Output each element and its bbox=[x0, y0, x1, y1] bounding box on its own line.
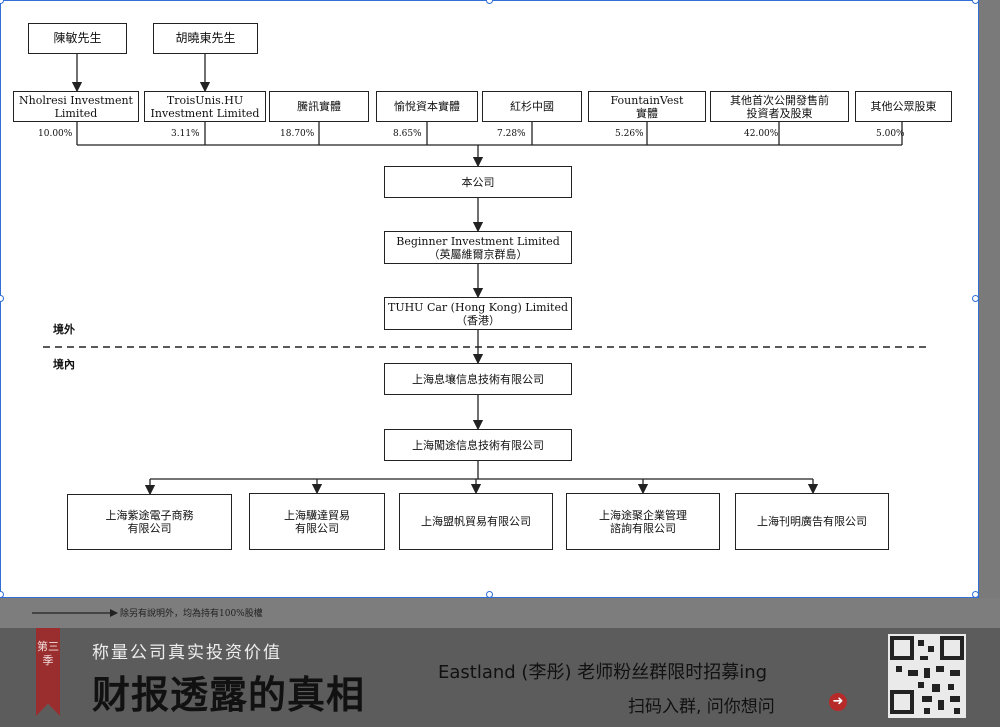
shareholder-joy-capital: 愉悅資本實體 bbox=[376, 91, 478, 122]
person-chen-min: 陳敏先生 bbox=[28, 23, 127, 54]
shareholder-public: 其他公眾股東 bbox=[855, 91, 952, 122]
qr-code-icon[interactable] bbox=[888, 634, 966, 718]
resize-handle-top-left[interactable] bbox=[0, 0, 4, 4]
season-ribbon: 第三季 bbox=[36, 628, 60, 716]
qr-pattern bbox=[890, 636, 964, 714]
shareholder-fountainvest: FountainVest 實體 bbox=[588, 91, 706, 122]
shanghai-chuangtu-box: 上海闖途信息技術有限公司 bbox=[384, 429, 572, 461]
pct-sequoia-china: 7.28% bbox=[497, 129, 526, 139]
promo-line-2: 扫码入群, 问你想问 bbox=[628, 697, 775, 717]
subsidiary-kanming: 上海刊明廣告有限公司 bbox=[735, 493, 889, 550]
resize-handle-top-right[interactable] bbox=[972, 0, 979, 4]
pct-joy-capital: 8.65% bbox=[393, 129, 422, 139]
pct-fountainvest: 5.26% bbox=[615, 129, 644, 139]
pct-pre-ipo-investors: 42.00% bbox=[744, 129, 779, 139]
resize-handle-left[interactable] bbox=[0, 295, 4, 302]
resize-handle-bottom-left[interactable] bbox=[0, 591, 4, 598]
shareholder-nholresi: Nholresi Investment Limited bbox=[13, 91, 139, 122]
pct-public: 5.00% bbox=[876, 129, 905, 139]
subsidiary-tuju: 上海途聚企業管理 諮詢有限公司 bbox=[566, 493, 720, 550]
shareholder-troisunis: TroisUnis.HU Investment Limited bbox=[144, 91, 266, 122]
resize-handle-bottom-right[interactable] bbox=[972, 591, 979, 598]
slogan-small: 称量公司真实投资价值 bbox=[92, 643, 282, 663]
onshore-label: 境內 bbox=[53, 358, 75, 371]
pct-troisunis: 3.11% bbox=[171, 129, 200, 139]
promo-banner: 第三季 称量公司真实投资价值 财报透露的真相 Eastland (李彤) 老师粉… bbox=[0, 628, 1000, 727]
legend-note: 除另有說明外，均為持有100%股權 bbox=[120, 609, 263, 619]
promo-line-1: Eastland (李彤) 老师粉丝群限时招募ing bbox=[438, 662, 768, 683]
subsidiary-zitu: 上海紫途電子商務 有限公司 bbox=[67, 494, 232, 550]
arrow-right-icon[interactable]: ➜ bbox=[829, 693, 847, 711]
shanghai-xiqiang-box: 上海息壤信息技術有限公司 bbox=[384, 363, 572, 395]
person-hu-xiaodong: 胡曉東先生 bbox=[153, 23, 258, 54]
subsidiary-jida: 上海驥達貿易 有限公司 bbox=[249, 493, 385, 550]
shareholder-tencent: 騰訊實體 bbox=[269, 91, 369, 122]
company-box: 本公司 bbox=[384, 166, 572, 198]
diagram-document: 陳敏先生 胡曉東先生 Nholresi Investment Limited T… bbox=[0, 0, 979, 598]
pct-tencent: 18.70% bbox=[280, 129, 315, 139]
slogan-big: 财报透露的真相 bbox=[92, 672, 366, 717]
resize-handle-right[interactable] bbox=[972, 295, 979, 302]
pct-nholresi: 10.00% bbox=[38, 129, 73, 139]
tuhu-hk-box: TUHU Car (Hong Kong) Limited （香港） bbox=[384, 297, 572, 330]
resize-handle-bottom[interactable] bbox=[486, 591, 493, 598]
subsidiary-mengfan: 上海盟帆貿易有限公司 bbox=[399, 493, 553, 550]
offshore-label: 境外 bbox=[53, 323, 75, 336]
legend-arrow-icon bbox=[32, 609, 118, 617]
connector-lines bbox=[43, 54, 931, 496]
resize-handle-top[interactable] bbox=[486, 0, 493, 4]
beginner-investment-box: Beginner Investment Limited （英屬維爾京群島） bbox=[384, 231, 572, 264]
shareholder-sequoia-china: 紅杉中國 bbox=[482, 91, 582, 122]
shareholder-pre-ipo-investors: 其他首次公開發售前 投資者及股東 bbox=[710, 91, 849, 122]
legend-area: 除另有說明外，均為持有100%股權 bbox=[0, 598, 1000, 628]
